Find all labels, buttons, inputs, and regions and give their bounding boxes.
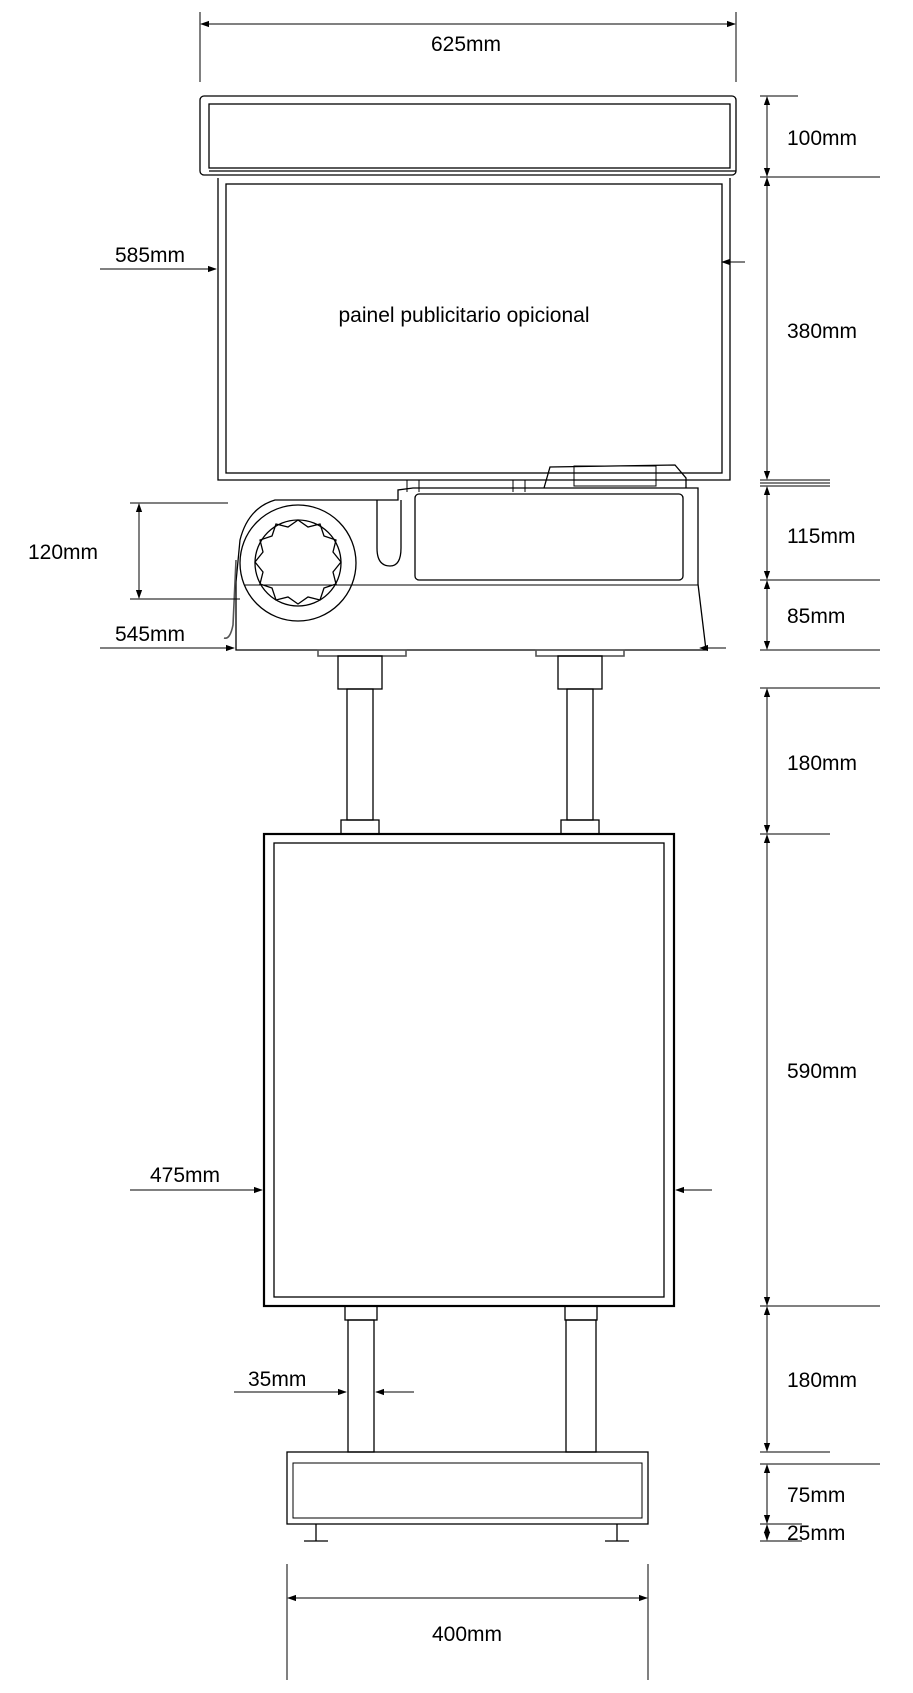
dim-right-lower: 180mm 590mm 180mm 75mm 25mm bbox=[760, 687, 880, 1545]
label-scale-upper-height: 115mm bbox=[787, 525, 855, 548]
label-upper-column-height: 180mm bbox=[787, 752, 857, 775]
upper-columns bbox=[337, 655, 603, 835]
label-base-width: 400mm bbox=[432, 1623, 502, 1646]
label-top-header-height: 100mm bbox=[787, 127, 857, 150]
label-feet-height: 25mm bbox=[787, 1522, 845, 1545]
dim-column-width: 35mm bbox=[234, 1368, 414, 1396]
label-panel-height: 380mm bbox=[787, 320, 857, 343]
dim-panel-width: 585mm bbox=[100, 244, 745, 273]
label-lower-panel-height: 590mm bbox=[787, 1060, 857, 1083]
base bbox=[286, 1451, 649, 1542]
label-scale-width: 545mm bbox=[115, 623, 185, 646]
label-base-height: 75mm bbox=[787, 1484, 845, 1507]
top-header-box bbox=[199, 95, 737, 176]
label-scale-lower-height: 85mm bbox=[787, 605, 845, 628]
lower-panel bbox=[262, 832, 676, 1308]
dim-lower-panel-width: 475mm bbox=[130, 1164, 712, 1194]
weighing-scale bbox=[223, 464, 707, 657]
dim-base-width: 400mm bbox=[286, 1564, 649, 1680]
dim-scale-width: 545mm bbox=[100, 623, 726, 652]
panel-label: painel publicitario opicional bbox=[339, 304, 590, 327]
advertising-panel: painel publicitario opicional bbox=[209, 170, 736, 492]
dim-top-width: 625mm bbox=[199, 12, 737, 82]
dim-right-upper: 100mm 380mm 115mm 85mm bbox=[760, 95, 880, 651]
label-lower-column-height: 180mm bbox=[787, 1369, 857, 1392]
label-column-width: 35mm bbox=[248, 1368, 306, 1391]
lower-columns bbox=[344, 1305, 598, 1453]
label-scale-depth: 120mm bbox=[28, 541, 98, 564]
label-top-width: 625mm bbox=[431, 33, 501, 56]
label-lower-panel-width: 475mm bbox=[150, 1164, 220, 1187]
label-panel-width: 585mm bbox=[115, 244, 185, 267]
dim-scale-depth: 120mm bbox=[28, 502, 240, 600]
